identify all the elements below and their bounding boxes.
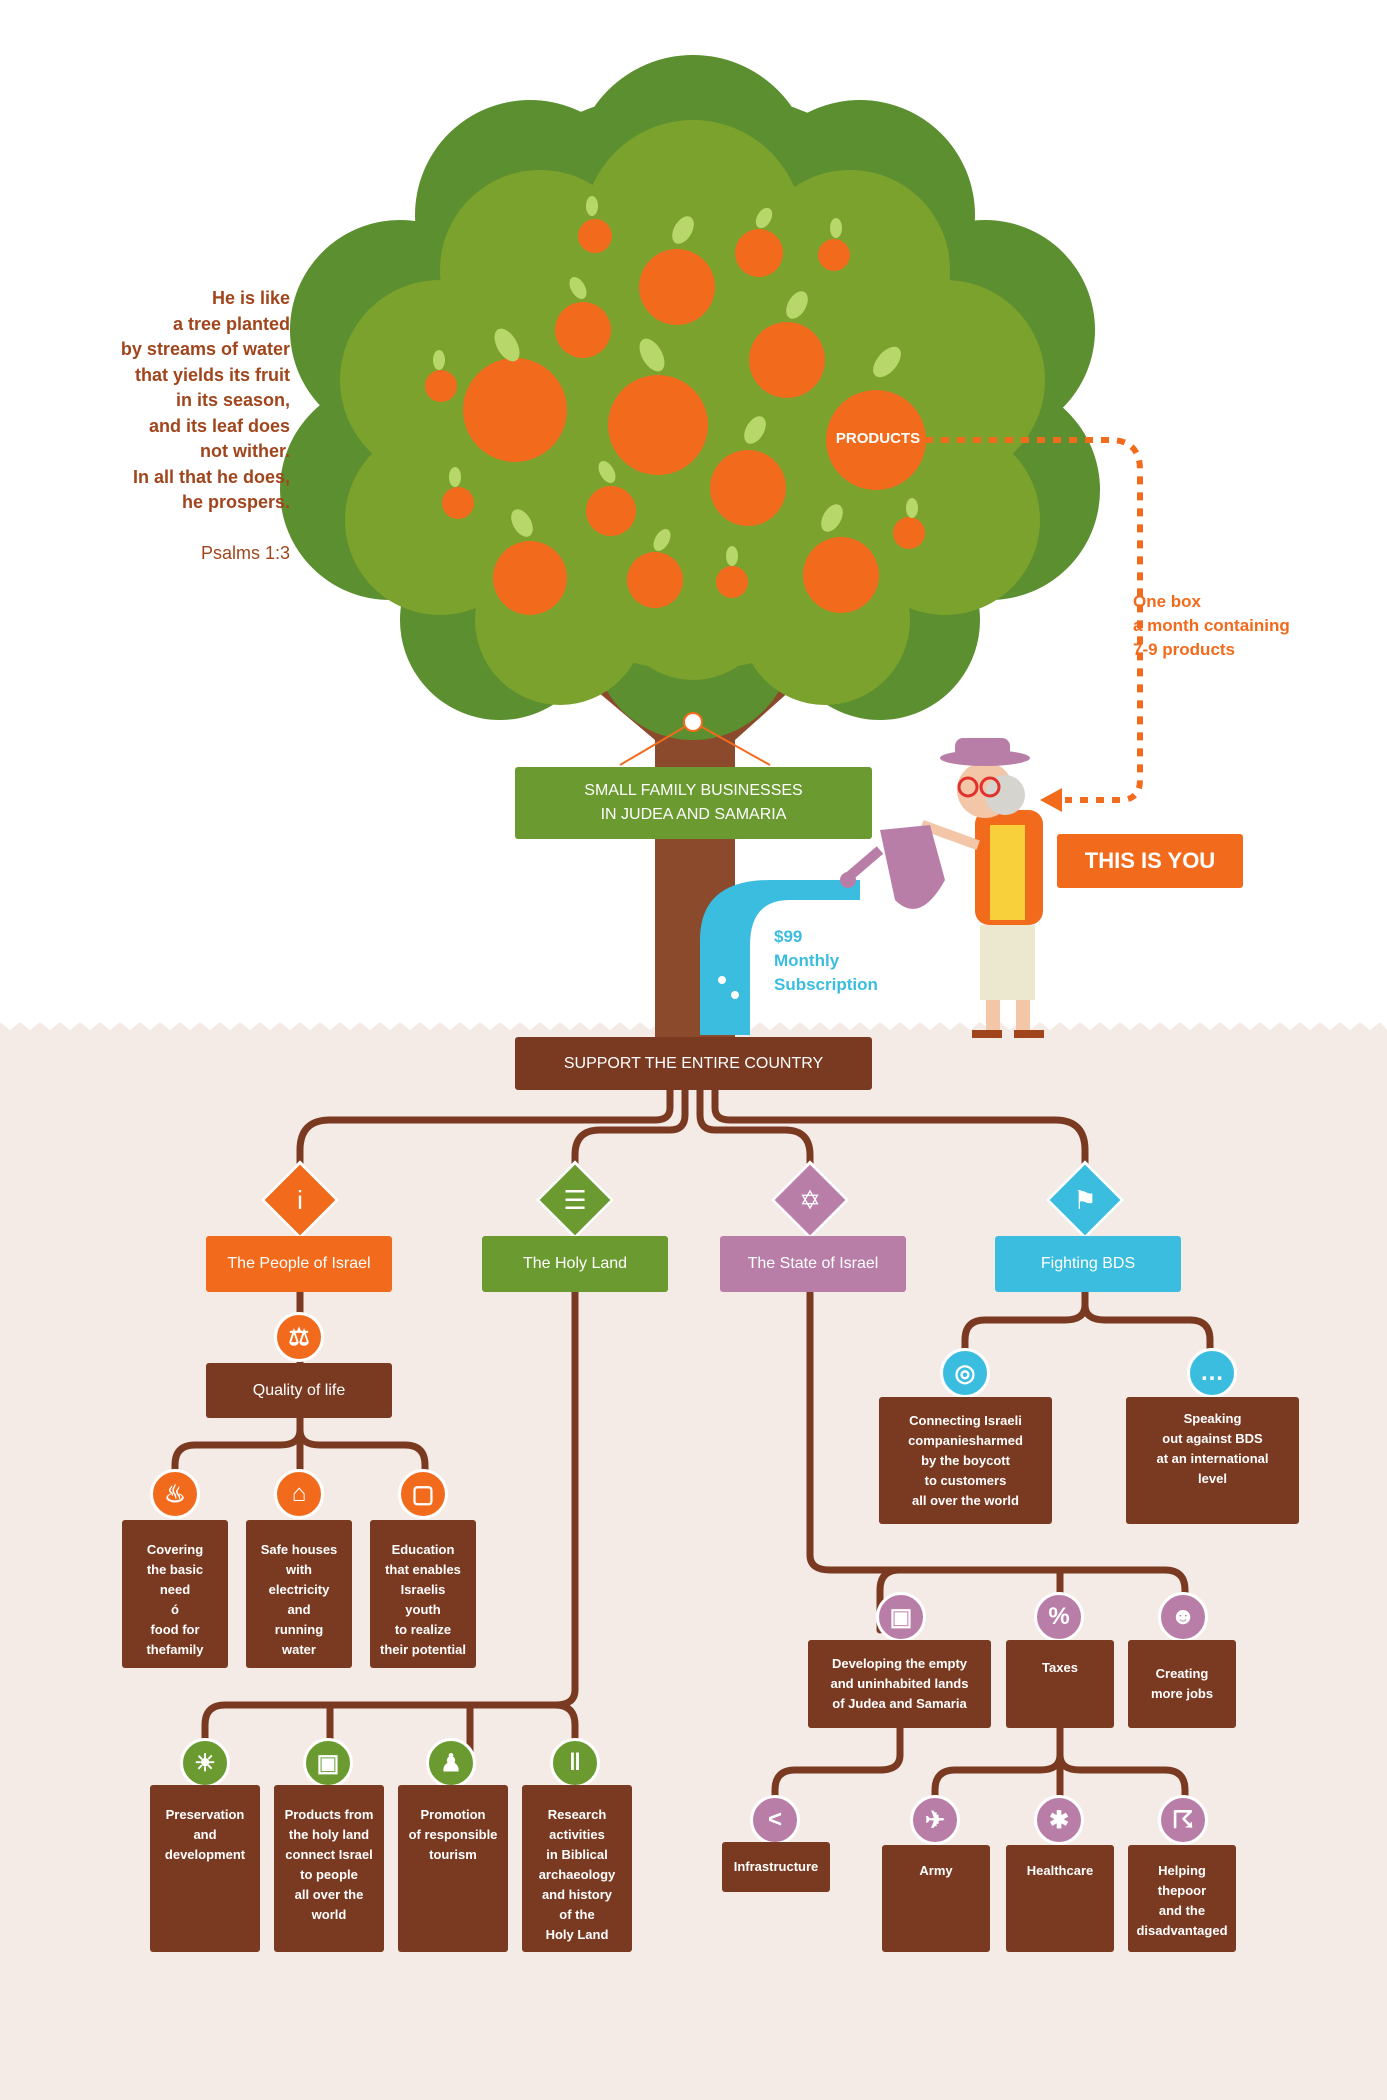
house-icon: ⌂ bbox=[274, 1469, 324, 1519]
percent-icon: % bbox=[1034, 1592, 1084, 1642]
people-item-safe-houses: Safe houses with electricity and running… bbox=[246, 1520, 352, 1668]
plane-icon: ✈ bbox=[910, 1795, 960, 1845]
quality-of-life-box: Quality of life bbox=[206, 1363, 392, 1418]
speech-bubble-icon: … bbox=[1187, 1348, 1237, 1398]
person-figure bbox=[840, 738, 1044, 1038]
lightbulb-icon: ☀ bbox=[180, 1738, 230, 1788]
people-item-education: Education that enables Israelis youth to… bbox=[370, 1520, 476, 1668]
root-support-box: SUPPORT THE ENTIRE COUNTRY bbox=[515, 1037, 872, 1090]
state-subitem-healthcare: Healthcare bbox=[1006, 1845, 1114, 1952]
bds-item-connecting: Connecting Israeli companiesharmed by th… bbox=[879, 1397, 1052, 1524]
category-fighting-bds: Fighting BDS bbox=[995, 1236, 1181, 1292]
column-icon: ‖ bbox=[550, 1738, 600, 1788]
bds-item-speaking: Speaking out against BDS at an internati… bbox=[1126, 1397, 1299, 1524]
teacher-icon: ▢ bbox=[398, 1469, 448, 1519]
people-item-basic-need: Covering the basic need ó food for thefa… bbox=[122, 1520, 228, 1668]
state-item-taxes: Taxes bbox=[1006, 1640, 1114, 1728]
category-people-of-israel: The People of Israel bbox=[206, 1236, 392, 1292]
state-subitem-helping-poor: Helping thepoor and the disadvantaged bbox=[1128, 1845, 1236, 1952]
state-subitem-army: Army bbox=[882, 1845, 990, 1952]
globe-icon: ◎ bbox=[940, 1348, 990, 1398]
state-item-developing: Developing the empty and uninhabited lan… bbox=[808, 1640, 991, 1728]
medical-icon: ✱ bbox=[1034, 1795, 1084, 1845]
products-arrow bbox=[925, 437, 1143, 803]
share-icon: < bbox=[750, 1795, 800, 1845]
tree-leaves bbox=[433, 196, 918, 566]
products-label: PRODUCTS bbox=[835, 430, 921, 447]
subscription-label: $99 Monthly Subscription bbox=[774, 927, 878, 994]
box-icon: ▣ bbox=[303, 1738, 353, 1788]
psalm-quote: He is like a tree planted by streams of … bbox=[120, 288, 290, 512]
state-item-jobs: Creating more jobs bbox=[1128, 1640, 1236, 1728]
psalm-reference: Psalms 1:3 bbox=[200, 543, 290, 563]
holy-land-item-products: Products from the holy land connect Isra… bbox=[274, 1785, 384, 1952]
tree-fruits bbox=[425, 219, 926, 615]
this-is-you-badge: THIS IS YOU bbox=[1057, 834, 1243, 888]
state-subitem-infrastructure: Infrastructure bbox=[722, 1842, 830, 1892]
holy-land-item-preservation: Preservation and development bbox=[150, 1785, 260, 1952]
tree-connectors bbox=[171, 1086, 1214, 1834]
business-connector bbox=[619, 721, 771, 766]
category-holy-land: The Holy Land bbox=[482, 1236, 668, 1292]
box-note: One box a month containing 7-9 products bbox=[1133, 592, 1290, 659]
hiker-icon: ♟ bbox=[426, 1738, 476, 1788]
category-state-of-israel: The State of Israel bbox=[720, 1236, 906, 1292]
hand-coin-icon: ☈ bbox=[1158, 1795, 1208, 1845]
connector-dot bbox=[683, 712, 703, 732]
water-stream bbox=[700, 880, 860, 1035]
businesses-label: SMALL FAMILY BUSINESSES IN JUDEA AND SAM… bbox=[515, 767, 872, 839]
people-icon: ☻ bbox=[1158, 1592, 1208, 1642]
bulldozer-icon: ▣ bbox=[876, 1592, 926, 1642]
holy-land-item-tourism: Promotion of responsible tourism bbox=[398, 1785, 508, 1952]
holy-land-item-research: Research activities in Biblical archaeol… bbox=[522, 1785, 632, 1952]
fork-knife-icon: ♨ bbox=[150, 1469, 200, 1519]
arrow-head bbox=[1040, 788, 1062, 812]
scales-icon: ⚖ bbox=[274, 1312, 324, 1362]
